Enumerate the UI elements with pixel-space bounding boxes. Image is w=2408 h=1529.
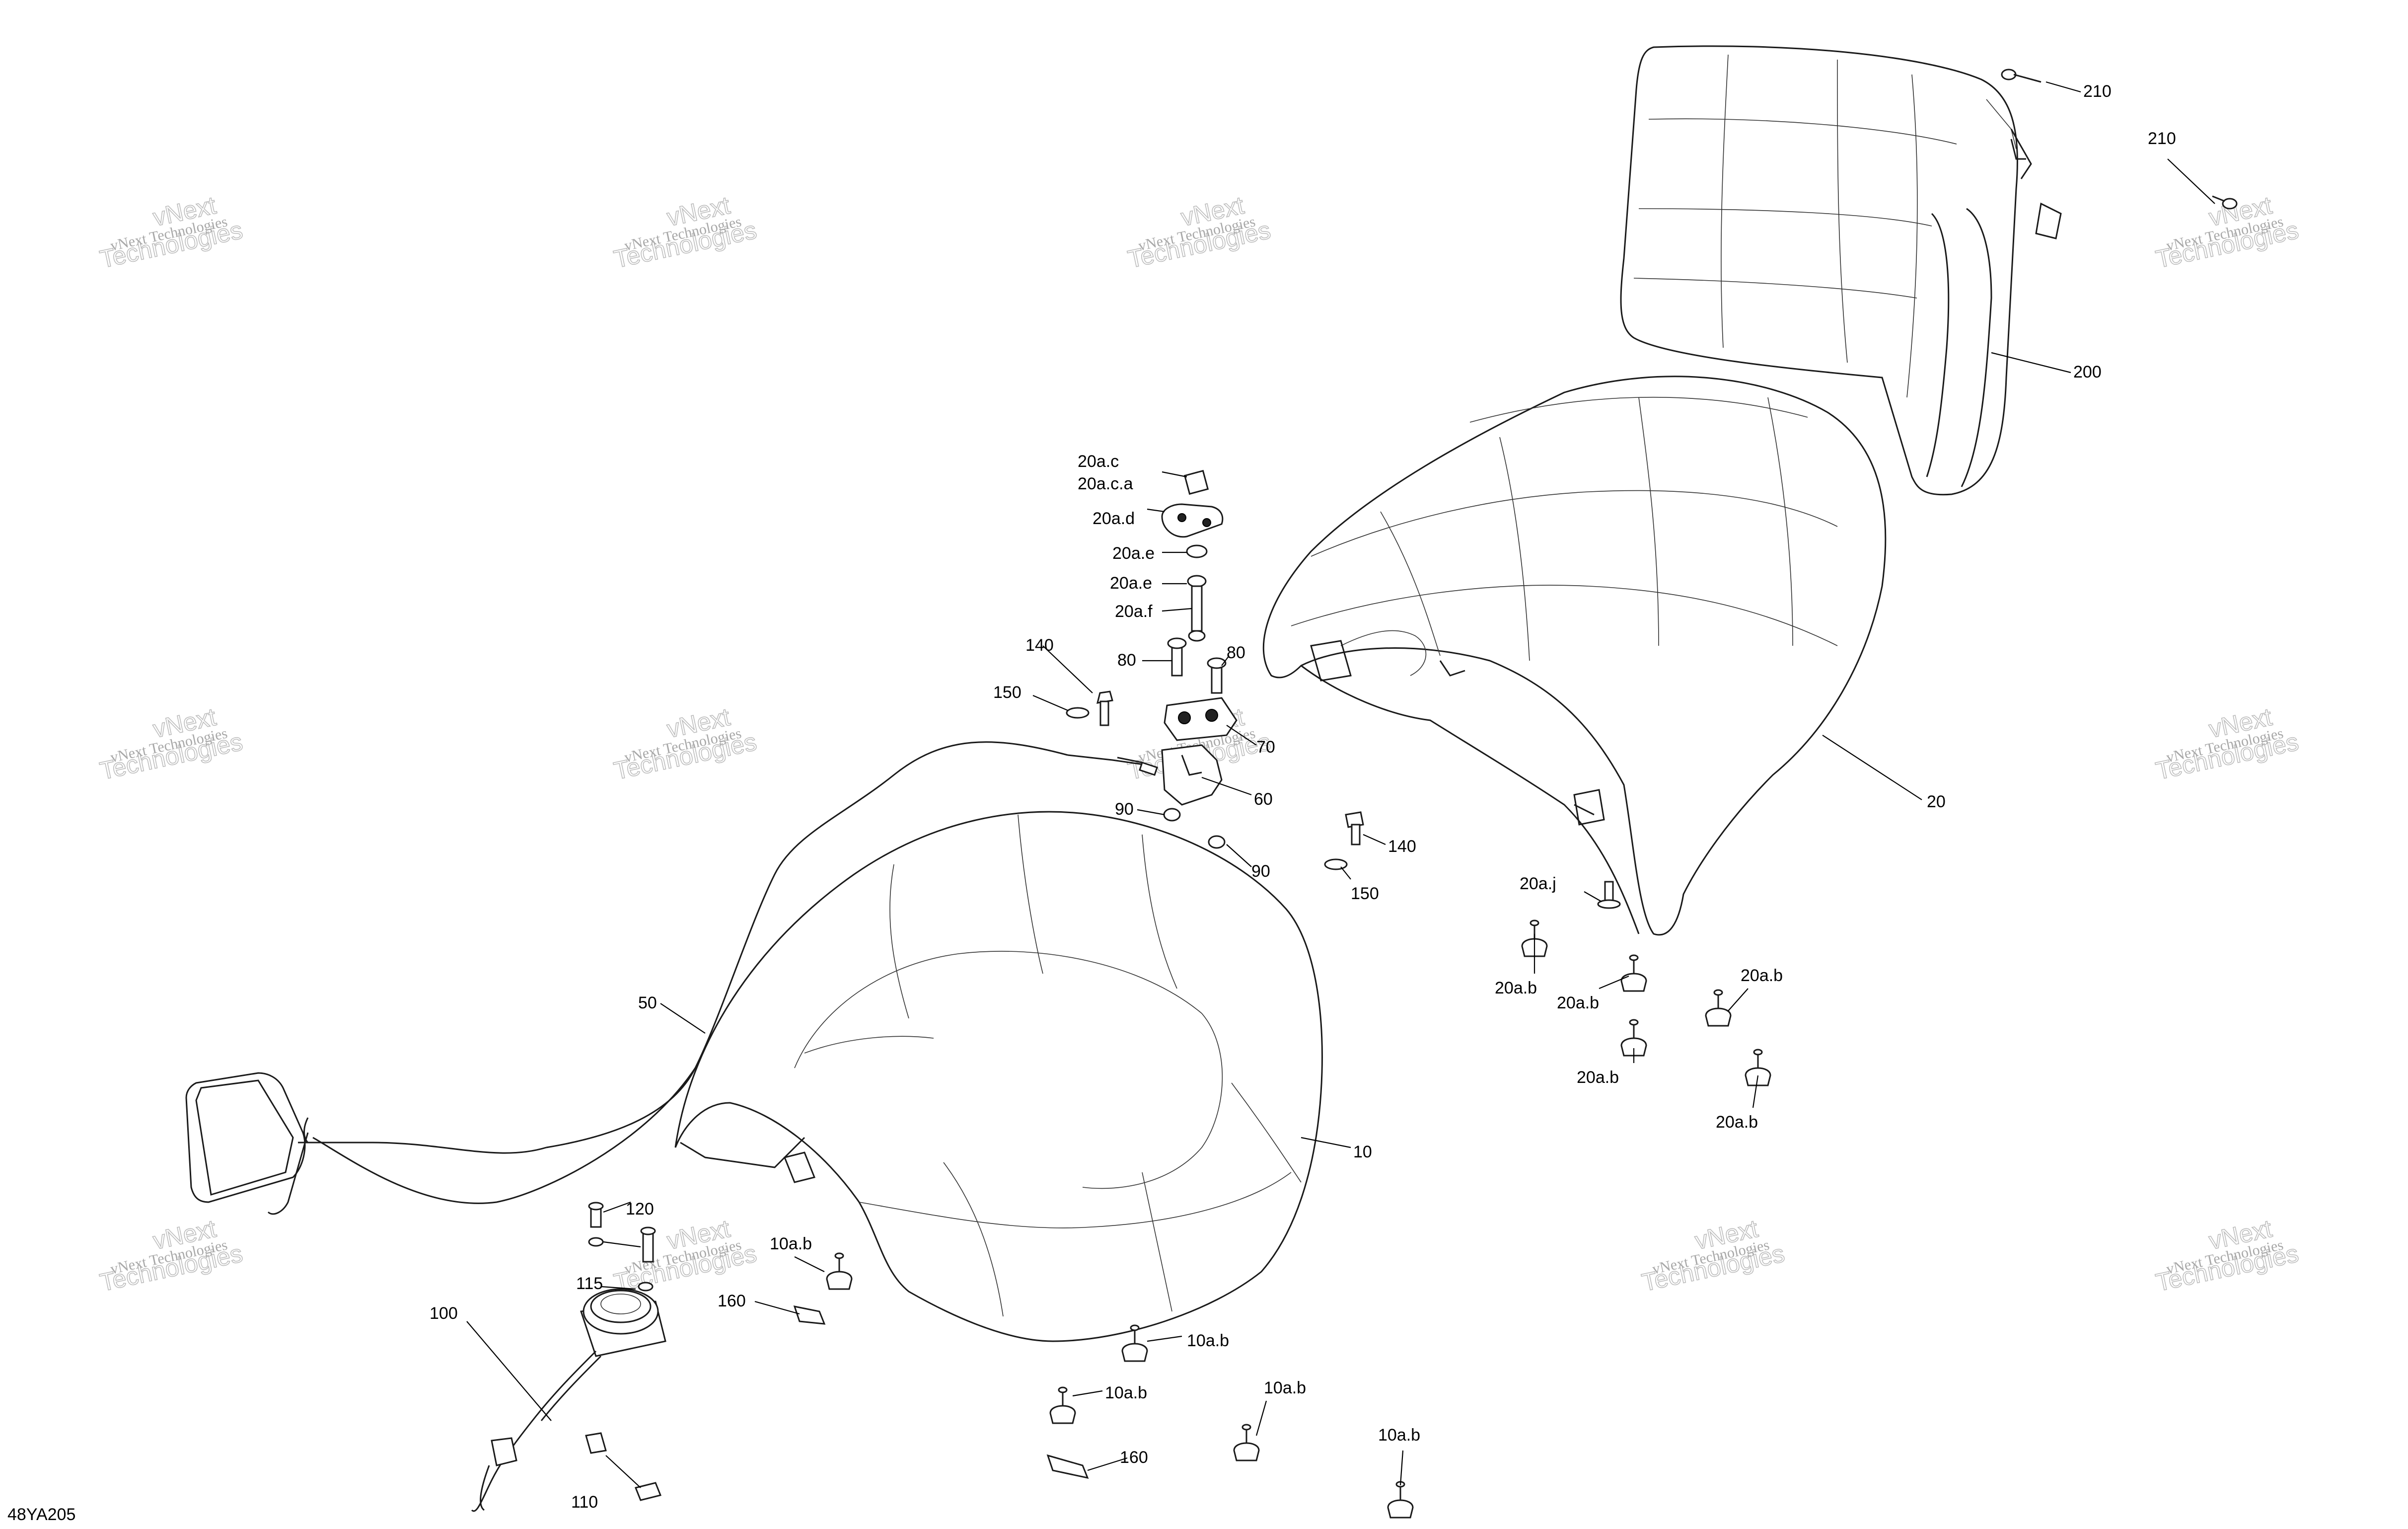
buzzer-assembly: [471, 1202, 1089, 1512]
callout-10a-b: 10a.b: [1378, 1426, 1420, 1445]
screws-210: [2001, 69, 2238, 210]
callout-140: 140: [1025, 636, 1054, 655]
callout-110: 110: [571, 1493, 598, 1512]
rear-seat-part: [1262, 376, 1887, 936]
leader-lines: [466, 81, 2215, 1488]
callout-20a-b: 20a.b: [1577, 1068, 1619, 1087]
diagram-code: 48YA205: [7, 1505, 75, 1524]
callout-20a-b: 20a.b: [1741, 966, 1783, 985]
callout-20a-f: 20a.f: [1115, 602, 1153, 621]
callout-200: 200: [2073, 363, 2102, 382]
callout-140: 140: [1388, 837, 1416, 856]
callout-60: 60: [1254, 790, 1273, 809]
callout-20a-d: 20a.d: [1093, 509, 1135, 528]
callout-150: 150: [1351, 884, 1379, 903]
callout-10a-b: 10a.b: [1264, 1378, 1306, 1397]
callout-150: 150: [993, 683, 1022, 702]
callout-20a-j: 20a.j: [1520, 874, 1556, 893]
callout-20a-c-a: 20a.c.a: [1078, 474, 1133, 493]
callout-210: 210: [2148, 129, 2176, 148]
callout-labels: 210 210 200 20 20a.c 20a.c.a 20a.d 20a.e…: [7, 82, 2176, 1524]
grommets-10ab: [826, 1252, 1414, 1519]
callout-90: 90: [1115, 800, 1134, 819]
callout-115: 115: [576, 1274, 603, 1293]
callout-120: 120: [626, 1200, 654, 1219]
callout-20a-b: 20a.b: [1557, 994, 1599, 1012]
backrest-part: [1620, 45, 2062, 496]
callout-20a-e: 20a.e: [1112, 544, 1155, 563]
grommets-20ab: [1521, 881, 1771, 1086]
callout-80: 80: [1117, 651, 1136, 670]
callout-160: 160: [718, 1292, 746, 1310]
callout-100: 100: [430, 1304, 458, 1323]
cable-part: [185, 741, 1158, 1215]
callout-10a-b: 10a.b: [1105, 1383, 1147, 1402]
front-seat-part: [674, 811, 1323, 1342]
callout-20a-e: 20a.e: [1110, 574, 1152, 593]
callout-70: 70: [1256, 738, 1275, 757]
callout-160: 160: [1120, 1448, 1148, 1467]
callout-20a-b: 20a.b: [1716, 1113, 1758, 1132]
callout-20a-b: 20a.b: [1495, 979, 1537, 997]
callout-90: 90: [1251, 862, 1270, 881]
callout-10a-b: 10a.b: [1187, 1331, 1229, 1350]
callout-80: 80: [1227, 643, 1245, 662]
hardware-stack: [1066, 469, 1364, 870]
callout-210: 210: [2083, 82, 2112, 101]
callout-50: 50: [638, 994, 657, 1012]
callout-20: 20: [1927, 792, 1946, 811]
callout-10: 10: [1353, 1143, 1372, 1161]
callout-20a-c: 20a.c: [1078, 452, 1119, 471]
callout-10a-b: 10a.b: [770, 1234, 812, 1253]
